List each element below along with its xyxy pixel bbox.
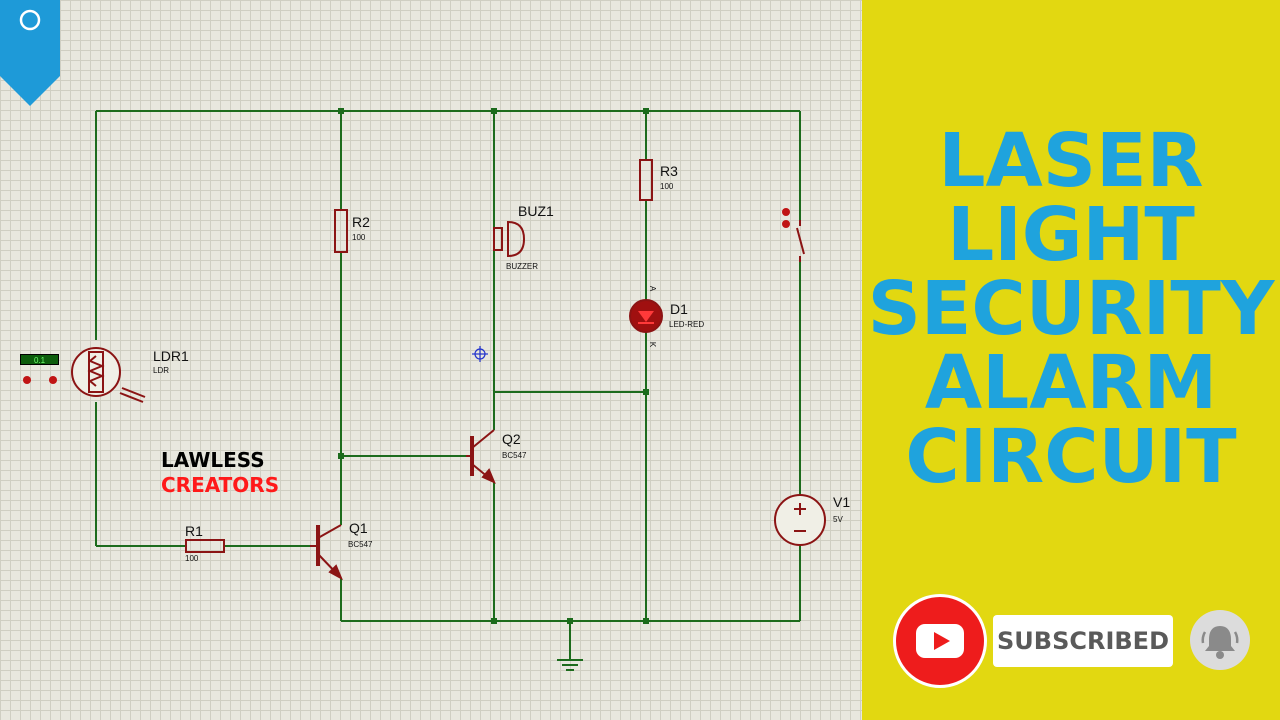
junctions <box>338 108 649 624</box>
ground-symbol <box>557 659 583 671</box>
q2-ref: Q2 <box>502 431 521 447</box>
r3-ref: R3 <box>660 163 678 179</box>
q1-ref: Q1 <box>349 520 368 536</box>
push-switch[interactable] <box>796 220 805 262</box>
v1-ref: V1 <box>833 494 851 510</box>
subscribed-button[interactable]: SUBSCRIBED <box>993 615 1173 667</box>
title-line-4: ALARM <box>924 340 1218 426</box>
q1-value: BC547 <box>348 540 373 549</box>
ldr-component[interactable] <box>71 347 146 403</box>
r1-ref: R1 <box>185 523 203 539</box>
title-line-5: CIRCUIT <box>905 414 1237 500</box>
buzzer-component[interactable] <box>493 220 526 258</box>
ldr1-ref: LDR1 <box>153 348 189 364</box>
resistor-r3[interactable] <box>639 159 653 201</box>
resistor-r1[interactable] <box>185 539 225 553</box>
title-panel: LASER LIGHT SECURITY ALARM CIRCUIT <box>862 0 1280 720</box>
brand-line-2: CREATORS <box>161 473 280 497</box>
youtube-play-button[interactable] <box>893 594 987 688</box>
title-line-2: LIGHT <box>947 192 1195 278</box>
led-d1[interactable] <box>629 299 663 333</box>
d1-value: LED-RED <box>669 320 705 329</box>
ldr-probe-value[interactable]: 0.1 <box>20 354 59 365</box>
title-line-3: SECURITY <box>867 266 1275 352</box>
buz1-value: BUZZER <box>506 262 538 271</box>
d1-ref: D1 <box>670 301 688 317</box>
bell-icon <box>1201 626 1239 659</box>
v1-value: 5V <box>833 515 843 524</box>
r2-value: 100 <box>352 233 366 242</box>
bookmark-icon[interactable] <box>0 0 60 106</box>
transistor-q1[interactable] <box>310 524 344 581</box>
d1-pin-a: A <box>648 285 658 292</box>
title-line-1: LASER <box>938 118 1204 204</box>
switch-contacts <box>23 208 790 384</box>
r3-value: 100 <box>660 182 674 191</box>
q2-value: BC547 <box>502 451 527 460</box>
resistor-r2[interactable] <box>334 209 348 253</box>
wires <box>95 110 801 660</box>
r1-value: 100 <box>185 554 199 563</box>
transistor-q2[interactable] <box>466 429 496 484</box>
buz1-ref: BUZ1 <box>518 203 554 219</box>
crosshair-cursor-icon <box>472 346 488 362</box>
r2-ref: R2 <box>352 214 370 230</box>
battery-v1[interactable] <box>774 494 826 546</box>
ldr1-value: LDR <box>153 366 170 375</box>
notification-bell-button[interactable] <box>1190 610 1250 670</box>
brand-line-1: LAWLESS <box>161 448 265 472</box>
circuit-diagram <box>23 108 826 671</box>
schematic-canvas[interactable]: 0.1 LDR1 LDR R2 100 R3 100 R1 100 BUZ1 B… <box>0 0 862 720</box>
d1-pin-k: K <box>648 341 658 348</box>
